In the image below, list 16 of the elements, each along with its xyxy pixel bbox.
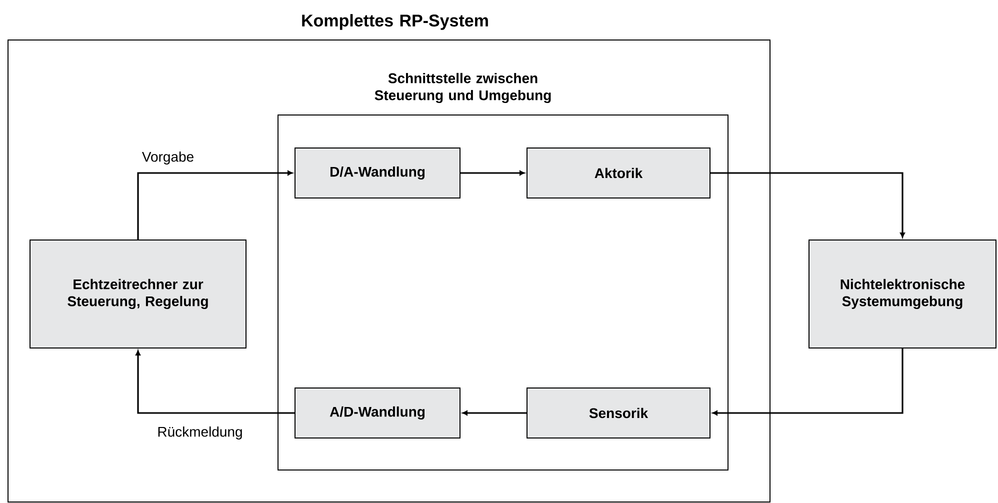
edge-label: Vorgabe [140,150,196,166]
process-box: Sensorik [526,388,710,438]
process-box: A/D-Wandlung [294,388,460,438]
node-label: Schnittstelle zwischen Steuerung und Umgebung [374,72,551,104]
node-label: Komplettes RP-System [302,14,488,30]
process-box: Echtzeitrechner zur Steuerung, Regelung [30,240,247,348]
process-box: D/A-Wandlung [294,148,460,198]
arrow [460,170,525,176]
process-box: Aktorik [526,148,710,198]
edge-label: Rückmeldung [156,425,244,441]
arrow [712,348,904,416]
arrow [137,170,293,240]
arrow [136,350,294,414]
process-box: Nichtelektronische Systemumgebung [808,240,996,348]
arrow [462,410,526,416]
arrow [710,172,905,238]
